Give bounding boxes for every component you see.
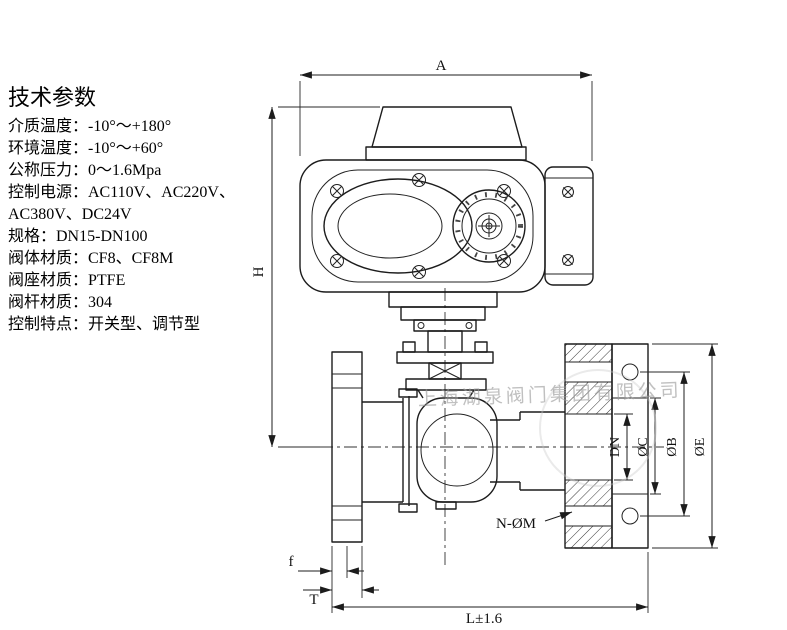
spec-line-body-material: 阀体材质：CF8、CF8M — [8, 250, 174, 267]
dimension-a: A — [299, 58, 593, 161]
screw-icon — [497, 184, 511, 198]
bottom-boss — [435, 501, 457, 510]
screw-icon — [562, 186, 574, 198]
dimension-f: f — [289, 546, 364, 613]
dimension-t: T — [303, 546, 379, 608]
screw-icon — [497, 254, 511, 268]
spec-line-seat-material: 阀座材质：PTFE — [8, 272, 126, 289]
hatch — [565, 382, 612, 414]
spec-line-power-2: AC380V、DC24V — [8, 206, 132, 223]
right-flange-section — [564, 343, 649, 549]
dim-label-a: A — [436, 58, 447, 74]
dim-label-phi-e: ØE — [693, 438, 708, 457]
bolt-hole-icon — [621, 507, 639, 525]
bonnet-bolt-top — [398, 388, 418, 398]
dimension-h: H — [251, 106, 380, 448]
flange-plate — [564, 343, 613, 549]
right-hub — [490, 411, 565, 491]
spec-line-stem-material: 阀杆材质：304 — [8, 294, 113, 311]
terminal-box — [544, 166, 594, 286]
actuator-body — [299, 159, 546, 293]
screw-icon — [412, 265, 426, 279]
bonnet-bolt-bottom — [398, 503, 418, 513]
screw-icon — [562, 254, 574, 266]
bracket-step-2 — [400, 306, 486, 321]
dial-center-cross — [478, 215, 500, 237]
spec-line-size-range: 规格：DN15-DN100 — [8, 228, 148, 245]
bolt-icon — [417, 322, 425, 329]
left-flange — [331, 351, 363, 543]
flange-bore-and-slot-lines — [565, 361, 612, 527]
screw-icon — [330, 184, 344, 198]
valve-top-flange — [405, 378, 487, 391]
watermark-circle — [539, 369, 657, 487]
dimension-phi-b: ØB — [640, 371, 690, 517]
dim-label-phi-c: ØC — [636, 437, 651, 456]
dial-ring — [475, 212, 503, 240]
dimension-phi-e: ØE — [652, 343, 718, 549]
bolt-hole-icon — [621, 363, 639, 381]
spec-line-medium-temp: 介质温度：-10°～+180° — [8, 118, 172, 135]
valve-body — [331, 351, 565, 543]
watermark: 上海湖泉阀门集团有限公司 — [417, 369, 682, 487]
cover-screws — [330, 173, 511, 279]
left-flange-bolt-holes — [332, 373, 362, 521]
dimension-l: L±1.6 — [332, 552, 649, 627]
spec-line-ambient-temp: 环境温度：-10°～+60° — [8, 140, 164, 157]
dial-tick-marks — [455, 192, 523, 260]
mounting-bracket — [388, 291, 498, 380]
ball-outline — [420, 413, 494, 487]
valve-barrel — [416, 397, 498, 503]
indicator-dial-outer — [452, 189, 526, 263]
spec-line-power-1: 控制电源：AC110V、AC220V、 — [8, 184, 235, 201]
spec-line-control-type: 控制特点：开关型、调节型 — [8, 316, 201, 333]
callout-n-phi-m: N-ØM — [496, 511, 573, 532]
screw-icon — [412, 173, 426, 187]
terminal-box-outline — [544, 166, 594, 286]
actuator-face-oval-inner — [337, 193, 443, 259]
dim-label-n-m: N-ØM — [496, 516, 536, 532]
watermark-text: 上海湖泉阀门集团有限公司 — [417, 379, 682, 410]
dim-label-dn: DN — [608, 437, 623, 457]
dim-label-h: H — [251, 266, 267, 277]
actuator-top-cap — [371, 106, 523, 148]
actuator-cap-rim — [365, 146, 527, 161]
hatch — [565, 480, 612, 506]
specs-title: 技术参数 — [8, 85, 97, 110]
hatch — [565, 344, 612, 362]
tech-specs-panel: 技术参数 介质温度：-10°～+180° 环境温度：-10°～+60° 公称压力… — [8, 84, 308, 336]
spec-line-pressure: 公称压力：0～1.6Mpa — [8, 162, 162, 179]
valve-neck — [417, 389, 475, 399]
screw-icon — [330, 254, 344, 268]
dimension-phi-c: ØC — [636, 397, 661, 495]
dim-label-l: L±1.6 — [466, 611, 503, 627]
dim-label-t: T — [309, 592, 318, 608]
hatch — [565, 526, 612, 548]
bonnet-joint — [402, 396, 410, 506]
flange-face — [611, 343, 649, 549]
dim-label-f: f — [289, 554, 294, 570]
left-hub — [362, 401, 403, 503]
electric-actuator — [299, 106, 594, 293]
centerlines — [320, 288, 664, 566]
indicator-dial-mid — [461, 198, 517, 254]
actuator-body-inner — [311, 169, 534, 283]
actuator-face-oval — [323, 178, 473, 274]
bolt-icon — [465, 322, 473, 329]
bracket-bolt-right — [474, 341, 488, 353]
bracket-bolt-left — [402, 341, 416, 353]
dim-label-phi-b: ØB — [665, 437, 680, 456]
dimension-dn: DN — [608, 413, 633, 481]
raised-face-lines — [612, 397, 648, 495]
packing-cross — [428, 362, 462, 380]
bracket-step-1 — [388, 291, 498, 308]
